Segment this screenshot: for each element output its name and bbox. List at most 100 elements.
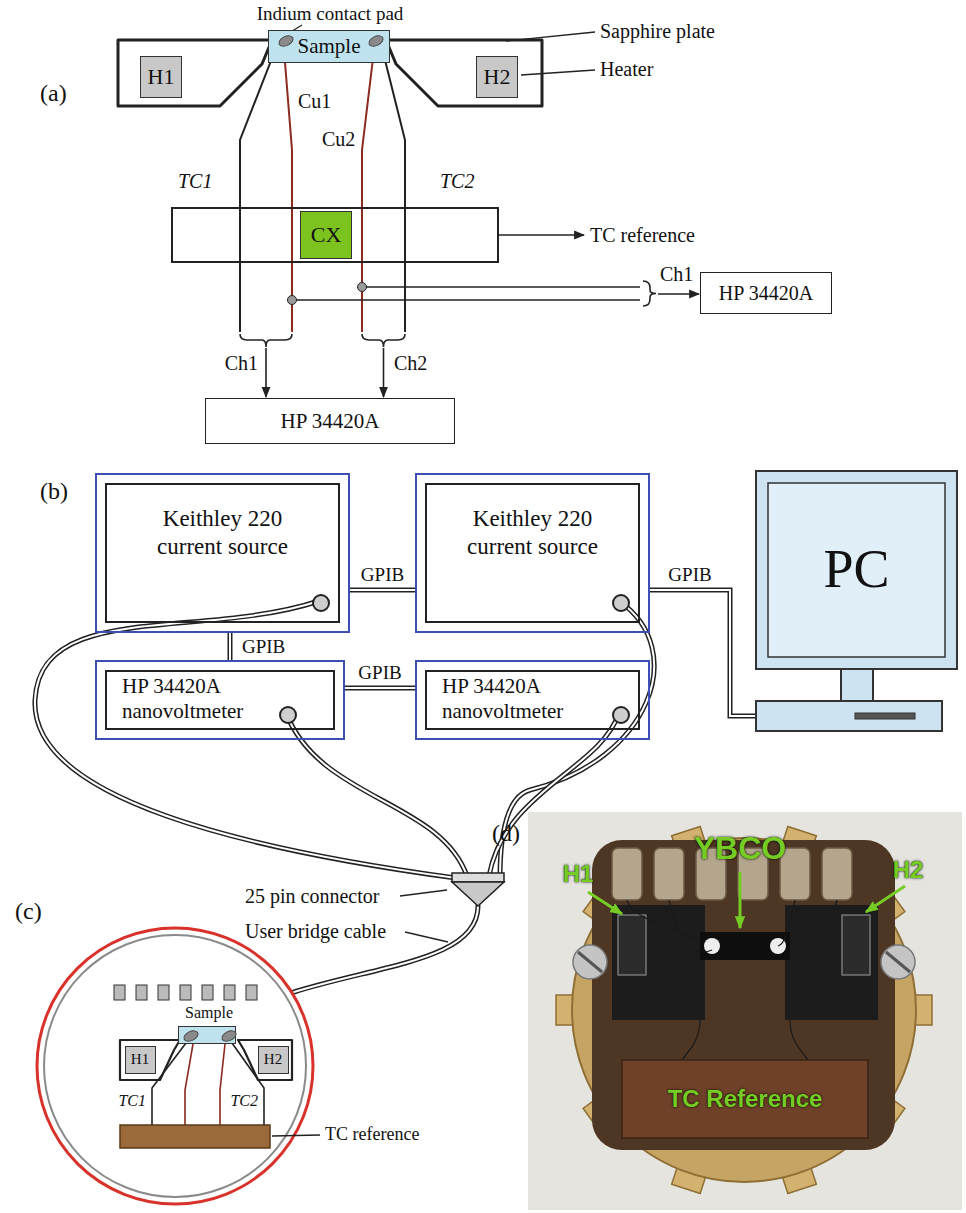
monitor-frame — [756, 471, 957, 669]
heater-box: H2 — [258, 1046, 289, 1074]
cable-group — [650, 590, 755, 716]
channel-arrow — [265, 348, 267, 397]
leader-line — [521, 70, 595, 75]
channel-arrow — [266, 294, 699, 397]
gpib-cable-core — [650, 590, 755, 716]
ybco-sample — [700, 932, 790, 960]
node-text: H1 — [148, 64, 175, 89]
sensor-wire — [240, 48, 405, 332]
thermometer-box: CX — [300, 211, 352, 259]
gpib-cable-core — [350, 589, 415, 591]
computer-base — [756, 701, 942, 731]
fine-wire — [680, 1020, 700, 1062]
gpib-cable-core — [229, 633, 231, 660]
tap-wire — [288, 283, 641, 305]
sample-holder-disk — [44, 935, 306, 1197]
pin-connector — [452, 882, 504, 906]
part-label: TC reference — [590, 224, 695, 247]
brace — [240, 281, 656, 347]
contact-pin — [114, 985, 257, 1000]
brace — [643, 281, 656, 306]
brace — [362, 334, 405, 347]
sapphire-plate — [120, 1040, 180, 1080]
reference-block — [622, 1060, 868, 1138]
indium-contact-pad — [182, 1028, 201, 1044]
cable-core — [286, 713, 467, 876]
nanovoltmeter-box: HP 34420A nanovoltmeter — [415, 660, 650, 740]
pointer-arrow — [498, 234, 584, 236]
text-holder: Keithley 220 current source — [107, 505, 338, 560]
channel-arrow — [658, 293, 699, 295]
callout-arrow — [588, 872, 905, 928]
cable-core — [35, 601, 456, 878]
tap-wire — [292, 299, 640, 301]
node-text: HP 34420A — [281, 409, 380, 433]
current-source-box: Keithley 220 current source — [415, 473, 650, 633]
channel-arrow — [383, 348, 385, 397]
wire-label: TC2 — [440, 170, 474, 193]
brass-disk — [572, 838, 916, 1182]
connector-socket — [612, 594, 630, 612]
junction-dot — [288, 296, 297, 305]
wire-label: TC1 — [178, 170, 212, 193]
contact-pin — [158, 985, 169, 1000]
wire-label: Cu1 — [298, 90, 331, 113]
connector-socket — [612, 706, 630, 724]
heater-box: H1 — [140, 56, 182, 98]
gpib-cable — [228, 633, 233, 660]
sensor-wire — [152, 1043, 264, 1125]
instrument-cable — [286, 713, 467, 876]
leader-line — [272, 1135, 320, 1136]
callout-arrow — [588, 892, 622, 914]
fine-wire — [627, 900, 837, 1062]
node-text: Sample — [174, 1003, 244, 1022]
callout-arrow — [739, 872, 742, 928]
cable-label: GPIB — [356, 662, 403, 684]
junction-dot — [358, 283, 367, 292]
contact-pin — [224, 985, 235, 1000]
cable-group — [350, 590, 415, 591]
voltmeter-box: HP 34420A — [205, 398, 455, 444]
callout-arrow — [866, 886, 905, 912]
node-text: Keithley 220 current source — [442, 505, 624, 560]
heater-resistor — [842, 915, 870, 975]
part-label: TC reference — [325, 1124, 419, 1145]
cable-label: GPIB — [240, 636, 287, 658]
cable-label: GPIB — [666, 564, 713, 586]
sample-plate — [178, 1026, 236, 1044]
part-label: Indium contact pad — [257, 3, 404, 25]
photo-label: H2 — [893, 856, 924, 884]
solder-pad — [612, 848, 642, 900]
wire-label: TC2 — [230, 1092, 258, 1110]
screw — [886, 952, 910, 972]
heater-box: H2 — [476, 56, 518, 98]
pin-connector — [452, 873, 504, 906]
photo-label: H1 — [563, 860, 594, 888]
photo-label: YBCO — [694, 830, 786, 867]
cryostat-outline — [37, 928, 313, 1204]
brass-tab — [556, 827, 932, 1194]
reference-block — [120, 1125, 270, 1148]
wire-label: TC1 — [118, 1092, 146, 1110]
photo-background — [528, 812, 962, 1210]
node-text: HP 34420A nanovoltmeter — [442, 674, 602, 724]
sapphire-plate — [386, 40, 542, 106]
solder-pad — [822, 848, 852, 900]
copper-wire — [220, 1044, 225, 1125]
photo-label: TC Reference — [668, 1085, 823, 1113]
tap-wire — [362, 286, 640, 288]
monitor-stand — [841, 669, 873, 701]
node-text: Keithley 220 current source — [132, 505, 314, 560]
screw — [881, 945, 915, 979]
instrument-cable — [35, 601, 456, 878]
node-text: Sample — [298, 34, 361, 58]
contact-pin — [114, 985, 125, 1000]
channel-label: Ch1 — [660, 263, 693, 286]
node-text: HP 34420A — [719, 282, 813, 305]
screw — [578, 952, 602, 972]
indium-contact-pad — [367, 33, 386, 49]
current-source-box: Keithley 220 current source — [95, 473, 350, 633]
brace — [240, 334, 292, 347]
